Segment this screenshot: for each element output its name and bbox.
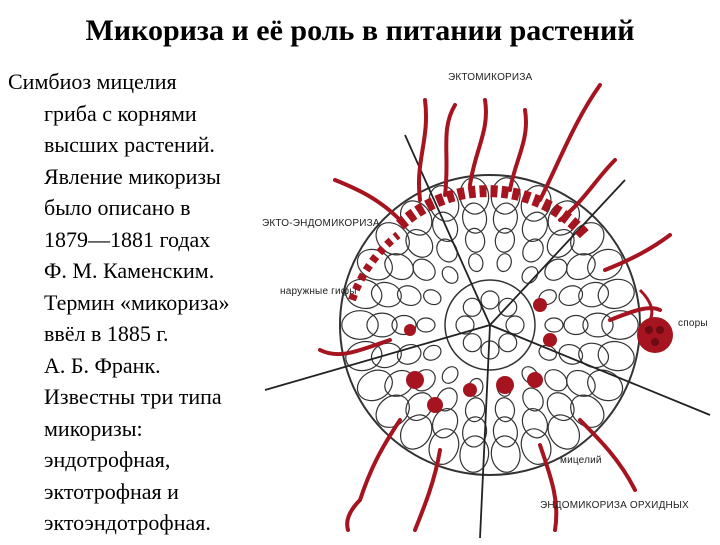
cortex-cell [587, 369, 624, 402]
body-line: А. Б. Франк. [44, 352, 161, 378]
label-ectomycorrhiza: ЭКТОМИКОРИЗА [448, 72, 533, 83]
body-text: Симбиоз мицелия гриба с корнями высших р… [8, 66, 268, 539]
cortex-cell [391, 314, 417, 336]
cortex-cell [405, 228, 434, 258]
cortex-cell [459, 435, 490, 473]
stele-cell [480, 290, 500, 310]
cortex-cell [566, 369, 596, 397]
cortex-cell [544, 258, 568, 281]
cortex-cell [462, 416, 488, 448]
body-line: эндотрофная, [44, 447, 171, 472]
cortex-cell [492, 202, 518, 234]
body-line: Симбиоз мицелия [8, 69, 177, 94]
cortex-cell [441, 366, 459, 384]
body-line: эктоэндотрофная. [44, 510, 211, 535]
cortex-cell [396, 343, 422, 365]
cortex-cell [496, 253, 512, 273]
intracellular-fungus [404, 298, 557, 413]
spore-cluster [637, 288, 673, 353]
cortex-cell [546, 392, 575, 422]
cortex-cell [522, 387, 544, 412]
cortex-cell [431, 408, 459, 439]
cortex-cell [558, 285, 584, 307]
cortex-cell [563, 314, 589, 336]
cortex-cell [464, 227, 486, 253]
cortex-cell [546, 228, 575, 258]
cortex-cell [399, 414, 433, 450]
label-mycelium: мицелий [560, 455, 602, 466]
cortex-cell [547, 414, 581, 450]
cortex-cell [597, 340, 635, 372]
cortex-cell [423, 344, 442, 361]
body-line: Термин «микориза» [44, 289, 230, 315]
cortex-cell [356, 369, 393, 402]
cortex-cell [345, 278, 383, 310]
fungal-hyphae [318, 83, 672, 532]
cortex-cell [522, 238, 544, 263]
body-line: Известны три типа [44, 384, 222, 409]
cortex-cell [544, 369, 568, 392]
cortex-cell [521, 408, 549, 439]
label-orchid-endomycorrhiza: ЭНДОМИКОРИЗА ОРХИДНЫХ [540, 500, 689, 511]
body-line: микоризы: [44, 415, 143, 441]
cortex-cell [570, 222, 605, 256]
stele-cell [462, 333, 482, 353]
cortex-cell [521, 266, 539, 284]
fungal-mantle [395, 185, 590, 239]
cortex-cell [520, 428, 552, 465]
cortex-cell [597, 278, 635, 310]
cortex-cells [341, 177, 639, 473]
cortex-cell [494, 397, 516, 423]
cortex-cell [366, 312, 398, 338]
cortex-cell [494, 227, 516, 253]
cortex-cell [396, 285, 422, 307]
cortex-cell [578, 281, 610, 308]
slide-title: Микориза и её роль в питании растений [85, 14, 635, 47]
cortex-cell [375, 394, 410, 428]
body-line: эктотрофная и [44, 478, 179, 504]
cortex-cell [416, 317, 436, 333]
cortex-cell [582, 312, 614, 338]
label-ecto-endomycorrhiza: ЭКТО-ЭНДОМИКОРИЗА [262, 218, 380, 229]
cortex-cell [521, 211, 549, 242]
body-line: Явление микоризы [44, 163, 221, 189]
body-line: 1879—1881 годах [44, 226, 211, 252]
stele-cell [455, 315, 475, 335]
cortex-cell [601, 310, 639, 340]
stele [444, 279, 536, 371]
cortex-cell [423, 289, 442, 306]
cortex-cell [412, 258, 436, 281]
cortex-cell [468, 253, 484, 273]
body-line: Ф. М. Каменским. [44, 258, 215, 283]
cortex-cell [558, 343, 584, 365]
cortex-cell [570, 394, 605, 428]
cortex-cell [441, 266, 459, 284]
cortex-cell [384, 253, 414, 281]
cortex-cell [370, 281, 402, 308]
cortex-cell [566, 253, 596, 281]
body-line: гриба с корнями [44, 100, 197, 126]
mycorrhiza-figure: ЭКТОМИКОРИЗА ЭКТО-ЭНДОМИКОРИЗА наружные … [240, 60, 720, 540]
cortex-cell [464, 397, 486, 423]
cortex-cell [345, 340, 383, 372]
cortex-cell [341, 310, 379, 340]
cortex-cell [492, 416, 518, 448]
label-outer-hyphae: наружные гифы [280, 286, 357, 297]
body-line: высших растений. [44, 132, 215, 157]
body-line: ввёл в 1885 г. [44, 321, 169, 346]
stele-cell [498, 297, 518, 317]
cortex-cell [490, 435, 521, 473]
label-spores: споры [678, 318, 708, 329]
cortex-cell [544, 317, 564, 333]
cortex-cell [405, 392, 434, 422]
stele-cell [498, 333, 518, 353]
root-cross-section-diagram [264, 83, 711, 539]
body-line: было описано в [44, 195, 191, 220]
cortex-cell [462, 202, 488, 234]
cortex-cell [587, 248, 624, 281]
stele-cell [505, 315, 525, 335]
